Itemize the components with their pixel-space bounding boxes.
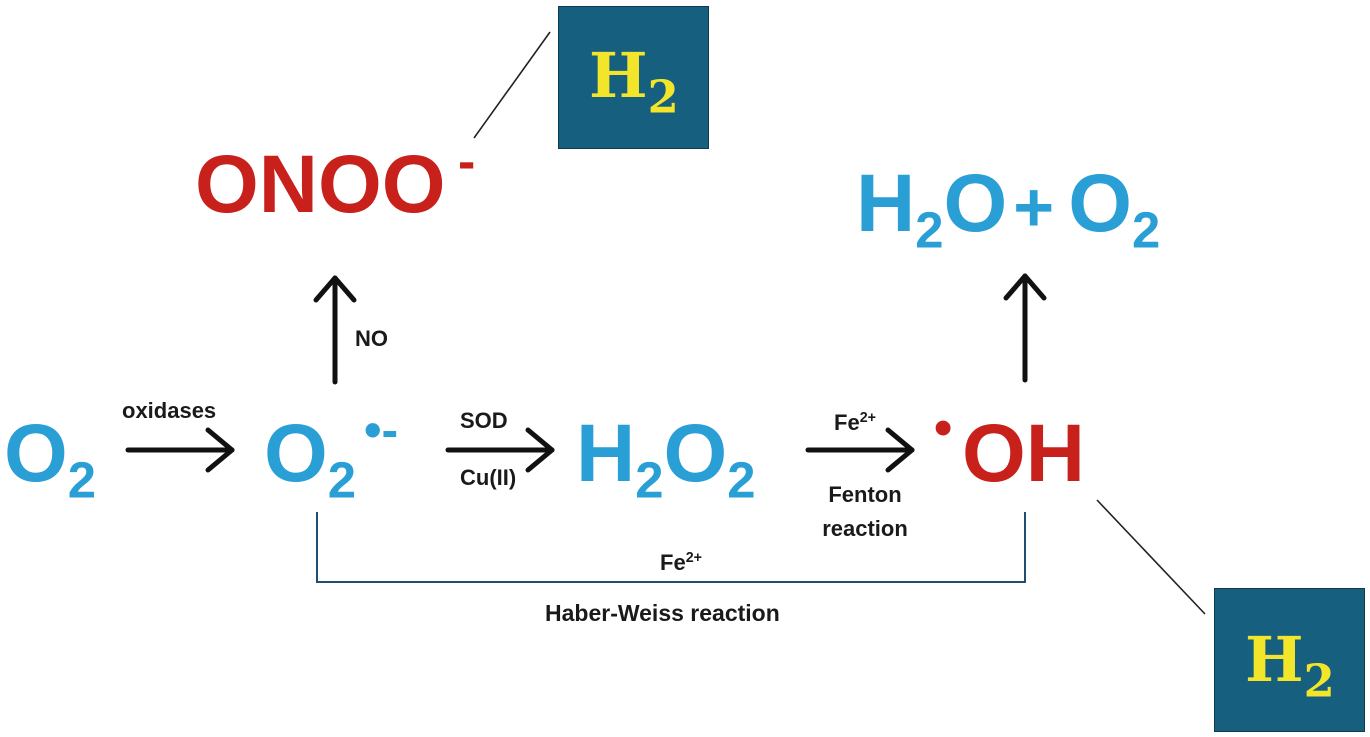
fenton-line-1: Fenton <box>828 482 902 507</box>
superoxide-subscript: 2 <box>327 451 357 509</box>
fenton-reaction-label: Fenton reaction <box>808 478 922 546</box>
water-h: H <box>856 158 916 249</box>
fenton-iron-label: Fe2+ <box>834 410 876 435</box>
copper-label: Cu(II) <box>460 465 517 490</box>
hydrogen-badge-top-text: H2 <box>589 45 679 120</box>
oxygen-molecule: O2 <box>4 413 96 506</box>
badge-top-letter: H <box>589 39 648 112</box>
badge-leader-line-bottom <box>1096 499 1206 615</box>
sod-label: SOD <box>460 408 508 433</box>
superoxide-symbol: O <box>264 408 328 499</box>
superoxide-radical-charge: •- <box>364 402 399 458</box>
hydrogen-badge-top: H2 <box>558 6 709 149</box>
h2o2-h-subscript: 2 <box>635 451 664 509</box>
water-and-oxygen-products: H2O+O2 <box>856 163 1160 256</box>
h2o2-h: H <box>576 408 636 499</box>
plus-sign: + <box>1013 168 1055 246</box>
badge-bottom-letter: H <box>1245 623 1304 696</box>
oxidases-arrow <box>125 427 235 473</box>
no-label: NO <box>355 326 388 351</box>
fenton-arrow <box>805 427 915 473</box>
peroxynitrite-formula: ONOO <box>195 139 446 230</box>
product-oxygen: O <box>1068 158 1132 249</box>
peroxynitrite: ONOO <box>195 144 446 226</box>
haber-iron-symbol: Fe <box>660 550 686 575</box>
peroxynitrite-charge: - <box>458 133 476 191</box>
haber-weiss-label: Haber-Weiss reaction <box>545 600 780 626</box>
haber-iron-charge: 2+ <box>685 550 702 567</box>
no-up-arrow <box>313 275 357 385</box>
product-oxygen-subscript: 2 <box>1131 201 1161 259</box>
badge-bottom-subscript: 2 <box>1303 654 1335 708</box>
h2o2-o: O <box>663 408 728 499</box>
hydrogen-badge-bottom-text: H2 <box>1245 629 1335 704</box>
superoxide-radical: O2 <box>264 413 356 506</box>
water-o: O <box>943 158 1008 249</box>
haber-weiss-iron-label: Fe2+ <box>660 550 702 575</box>
badge-leader-line-top <box>473 31 551 139</box>
oh-up-arrow <box>1003 273 1047 383</box>
water-h-subscript: 2 <box>915 201 944 259</box>
hydroxyl-radical-dot: • <box>934 399 953 457</box>
oxygen-subscript: 2 <box>67 451 97 509</box>
h2o2-o-subscript: 2 <box>727 451 756 509</box>
hydrogen-badge-bottom: H2 <box>1214 588 1365 732</box>
badge-top-subscript: 2 <box>647 70 679 124</box>
haber-weiss-bracket <box>316 512 1026 583</box>
oxidases-label: oxidases <box>122 398 217 423</box>
oxygen-symbol: O <box>4 408 68 499</box>
fenton-line-2: reaction <box>822 516 908 541</box>
fenton-iron-charge: 2+ <box>859 410 876 427</box>
hydroxyl-radical: OH <box>962 408 1085 499</box>
sod-arrow <box>445 427 555 473</box>
hydrogen-peroxide: H2O2 <box>576 413 756 506</box>
fenton-iron-symbol: Fe <box>834 410 860 435</box>
